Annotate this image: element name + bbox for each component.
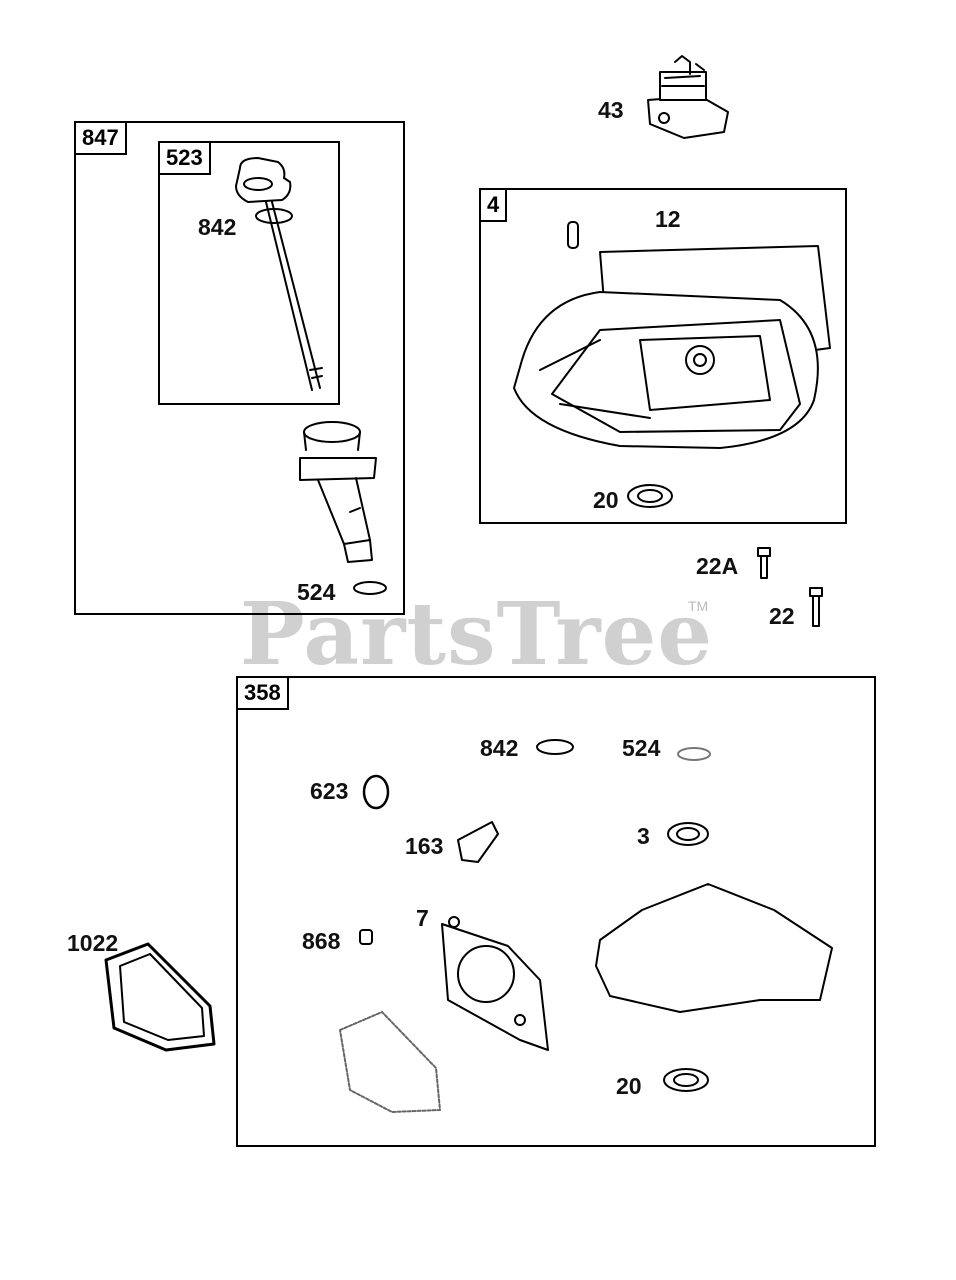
kit-4-box: 4 xyxy=(479,188,847,524)
part-524-oring[interactable] xyxy=(353,581,387,595)
kit-847-box: 847 xyxy=(74,121,405,615)
kit-523-tag[interactable]: 523 xyxy=(158,141,211,175)
label-842-kit: 842 xyxy=(480,735,519,761)
label-3: 3 xyxy=(637,823,650,849)
kit-358-tag[interactable]: 358 xyxy=(236,676,289,710)
label-1022: 1022 xyxy=(67,930,119,956)
kit-523-box: 523 xyxy=(158,141,340,405)
label-43: 43 xyxy=(598,97,624,123)
label-20-kit: 20 xyxy=(616,1073,642,1099)
part-sump-gasket[interactable] xyxy=(595,883,833,1013)
label-524-tube: 524 xyxy=(297,579,336,605)
watermark: PartsTree xyxy=(240,584,714,685)
part-3-seal[interactable] xyxy=(667,822,709,846)
part-623-oring[interactable] xyxy=(362,774,390,810)
part-43-governor[interactable] xyxy=(647,55,729,139)
part-22-bolt[interactable] xyxy=(809,587,823,627)
part-1022-gasket[interactable] xyxy=(104,942,216,1052)
part-524-kit-oring[interactable] xyxy=(677,747,711,761)
label-163: 163 xyxy=(405,833,444,859)
label-524-kit: 524 xyxy=(622,735,661,761)
label-868: 868 xyxy=(302,928,341,954)
label-7: 7 xyxy=(416,905,429,931)
part-valve-cover-gasket-kit[interactable] xyxy=(339,1011,441,1113)
part-842-dipstick[interactable] xyxy=(235,157,323,391)
label-623: 623 xyxy=(310,778,349,804)
label-842-dipstick: 842 xyxy=(198,214,237,240)
part-12-sump[interactable] xyxy=(513,221,831,449)
part-868-plug[interactable] xyxy=(359,929,373,945)
watermark-trademark: TM xyxy=(688,598,709,614)
kit-847-tag[interactable]: 847 xyxy=(74,121,127,155)
part-20-kit-seal[interactable] xyxy=(663,1068,709,1092)
part-842-kit-oring[interactable] xyxy=(536,739,574,755)
part-20-seal-sump[interactable] xyxy=(627,484,673,508)
kit-358-box: 358 xyxy=(236,676,876,1147)
label-12: 12 xyxy=(655,206,681,232)
part-22a-bolt[interactable] xyxy=(757,547,771,579)
label-22: 22 xyxy=(769,603,795,629)
label-22a: 22A xyxy=(696,553,739,579)
part-163-gasket[interactable] xyxy=(457,821,499,863)
part-dipstick-tube[interactable] xyxy=(299,421,377,563)
label-20-sump: 20 xyxy=(593,487,619,513)
part-7-head-gasket[interactable] xyxy=(441,916,549,1051)
kit-4-tag[interactable]: 4 xyxy=(479,188,508,222)
